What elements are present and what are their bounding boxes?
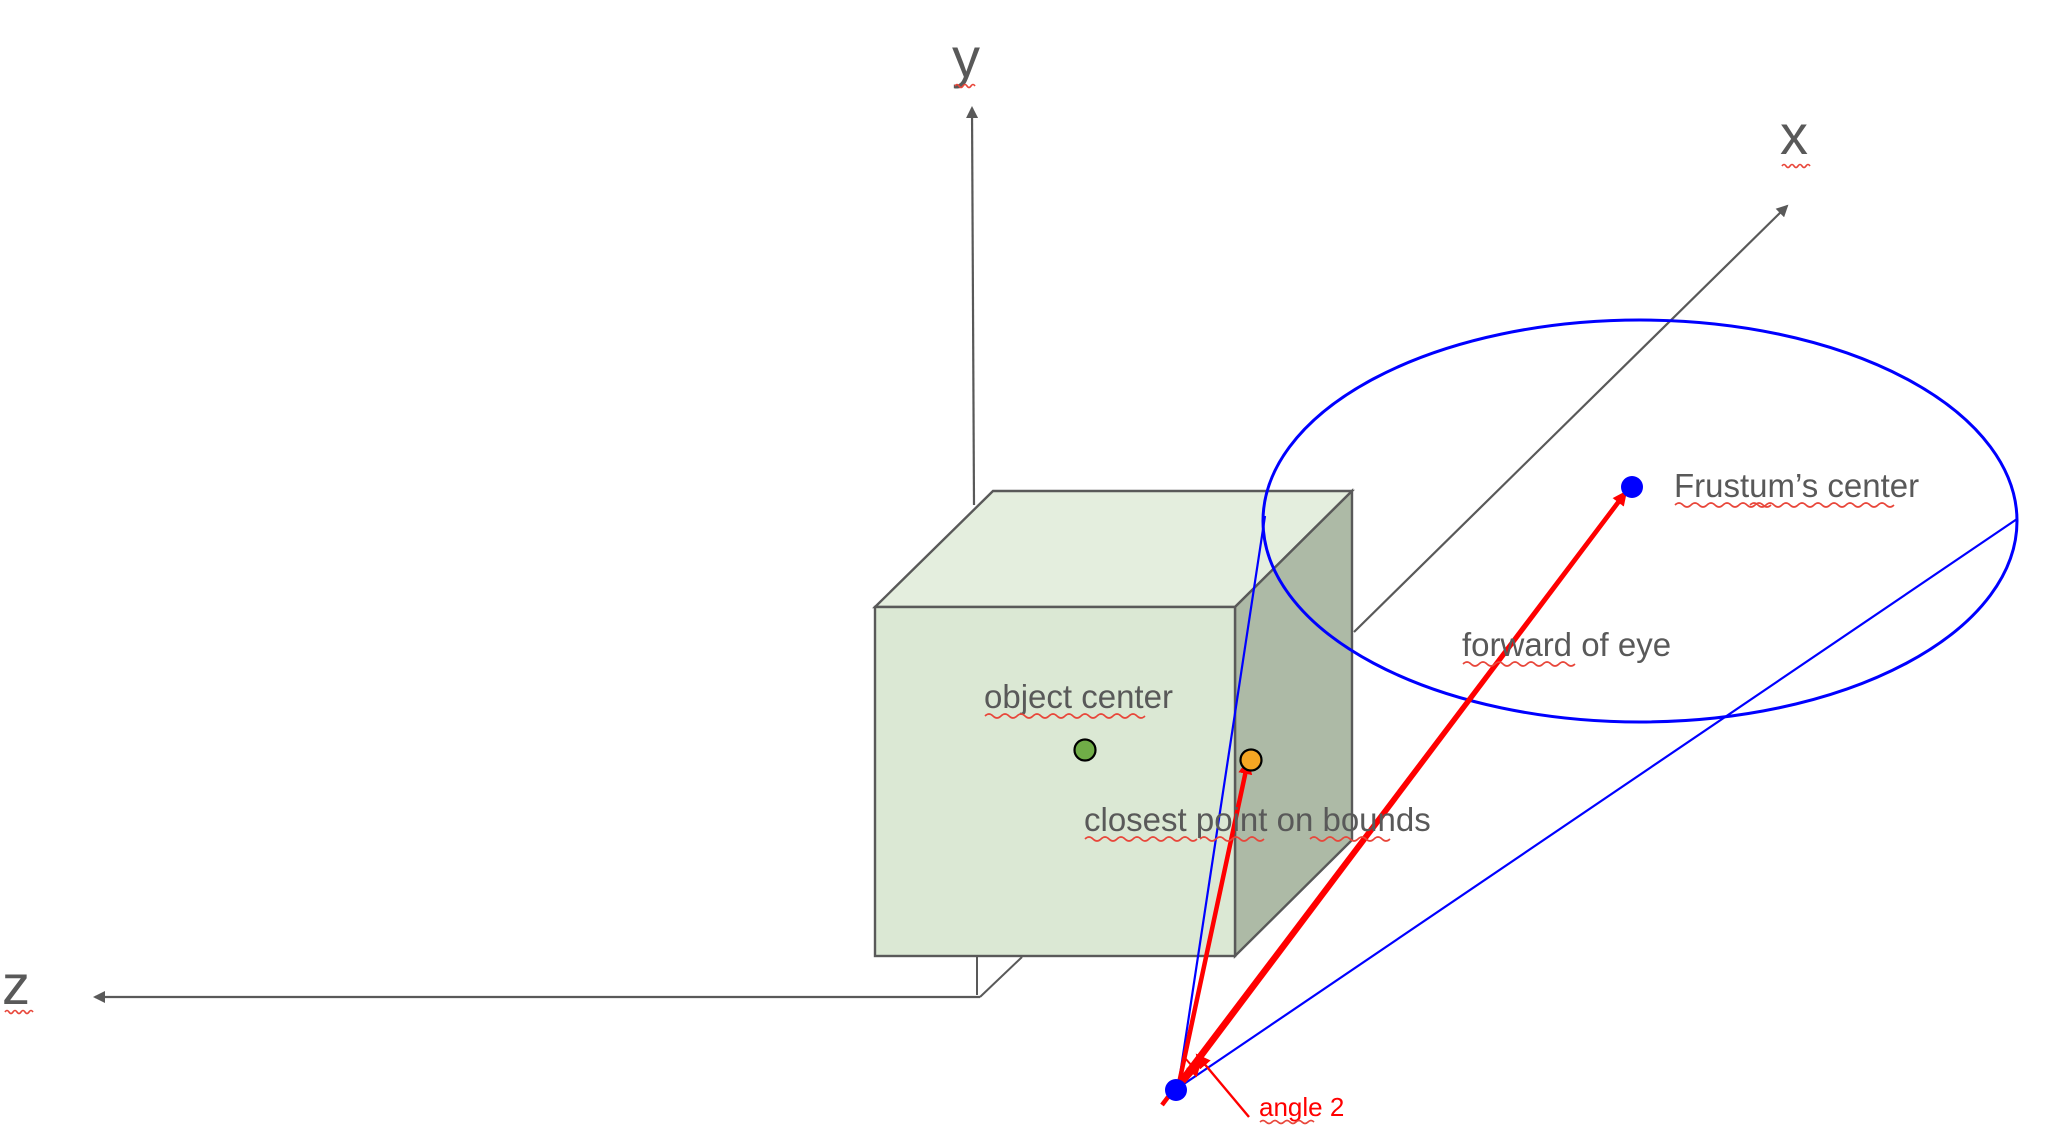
- z-label-underline: [4, 1009, 34, 1015]
- angle-label: angle 2: [1259, 1092, 1344, 1122]
- object-center-label: object center: [984, 678, 1173, 715]
- y-axis: [966, 106, 979, 506]
- frustum-center-dot: [1621, 476, 1643, 498]
- eye-dot: [1165, 1079, 1187, 1101]
- labels: y x z Frustum’s center forward of eye ob…: [2, 26, 1919, 1125]
- frustum-far-plane: [1261, 318, 2019, 724]
- object-center-dot: [1073, 738, 1097, 762]
- angle-pointer: [1195, 1053, 1250, 1118]
- x-axis: [1353, 204, 1789, 633]
- frustum-center-label: Frustum’s center: [1674, 467, 1919, 504]
- x-axis-label: x: [1780, 103, 1808, 166]
- forward-underline: [1462, 661, 1576, 667]
- frustum-left-edge: [1176, 515, 1267, 1089]
- vectors: [1160, 486, 1631, 1118]
- closest-point-vector: [1175, 759, 1253, 1089]
- x-label-underline: [1781, 163, 1811, 169]
- points: [1073, 476, 1643, 1101]
- axes: [93, 106, 1789, 1003]
- closest-point-underline: [1084, 836, 1391, 842]
- axis-origin-stub: [979, 956, 1023, 998]
- cube: [872, 488, 1355, 959]
- cube-front-face: [873, 605, 1237, 958]
- forward-of-eye-label: forward of eye: [1462, 626, 1671, 663]
- frustum: [1176, 318, 2019, 1089]
- frustum-center-underline: [1674, 502, 1895, 508]
- frustum-right-edge: [1177, 518, 2018, 1089]
- angle-tick: [1184, 1057, 1193, 1067]
- closest-point-label: closest point on bounds: [1084, 801, 1431, 838]
- angle-underline: [1259, 1119, 1315, 1125]
- eye-to-forward-arrow: [1160, 486, 1631, 1107]
- closest-point-dot: [1239, 748, 1263, 772]
- y-axis-label: y: [952, 26, 980, 89]
- z-axis-label: z: [2, 953, 30, 1016]
- y-label-underline: [954, 83, 976, 89]
- object-center-underline: [984, 713, 1146, 719]
